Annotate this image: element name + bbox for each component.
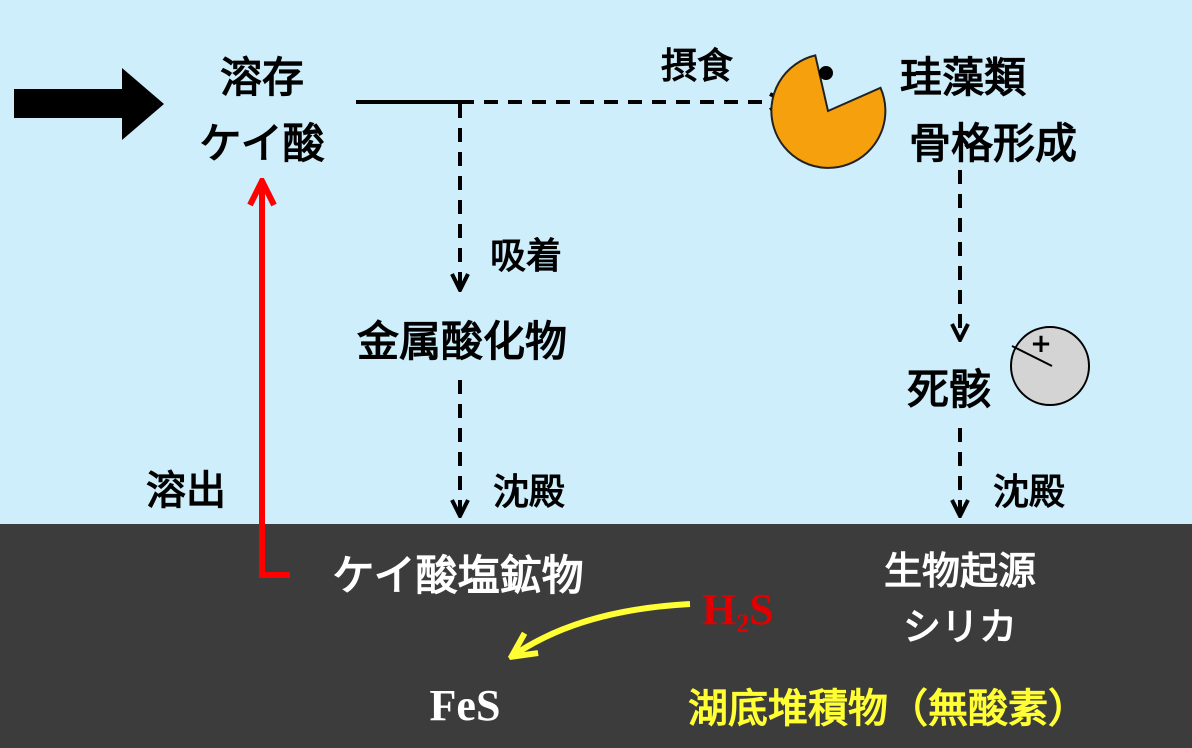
biogenic-silica-line2: シリカ: [903, 605, 1017, 649]
diatom-skeleton-line1: 珪藻類: [900, 53, 1027, 102]
charge-plus-label: +: [1030, 329, 1052, 359]
adsorption-label: 吸着: [490, 236, 562, 277]
remains-label: 死骸: [907, 365, 991, 414]
h2s-label: H2S: [702, 585, 774, 638]
dissolved-silica-line2: ケイ酸: [199, 119, 325, 168]
h2s-reaction-arrow: [514, 601, 691, 655]
dissolution-label: 溶出: [146, 468, 226, 514]
pacman-diatom-icon: [770, 54, 887, 169]
dissolved-silica-line1: 溶存: [220, 53, 304, 102]
lake-sediment-background: [0, 524, 1192, 748]
sediment-label: 湖底堆積物（無酸素）: [688, 686, 1088, 732]
biogenic-silica-line1: 生物起源: [884, 549, 1036, 593]
ingestion-label: 摂食: [661, 46, 734, 87]
thick-right-arrow-icon: [14, 68, 164, 140]
sedimentation-left-label: 沈殿: [493, 472, 565, 513]
diatom-skeleton-line2: 骨格形成: [909, 119, 1077, 168]
diatom-eye-icon: [819, 66, 833, 80]
sedimentation-right-label: 沈殿: [993, 472, 1065, 513]
charged-particle-icon: +: [1010, 326, 1090, 406]
fes-label: FeS: [430, 681, 501, 730]
silicate-mineral-label: ケイ酸塩鉱物: [332, 551, 583, 600]
metal-oxide-label: 金属酸化物: [356, 317, 567, 366]
dissolution-arrow: [262, 184, 290, 578]
water-column-background: [0, 0, 1192, 524]
